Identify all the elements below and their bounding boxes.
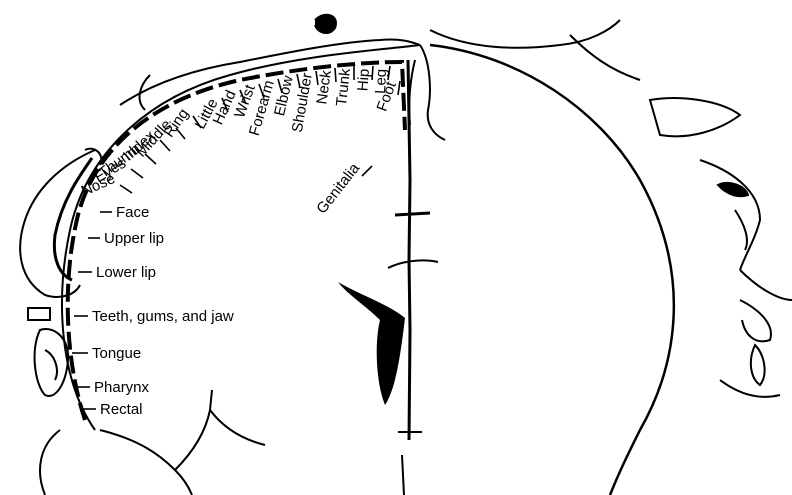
label-lower-lip: Lower lip [96,264,156,281]
label-neck: Neck [313,69,335,106]
label-genitalia: Genitalia [313,159,363,217]
label-face: Face [116,204,149,221]
label-tongue: Tongue [92,345,141,362]
label-rectal: Rectal [100,401,143,418]
label-teeth-gums-jaw: Teeth, gums, and jaw [92,308,234,325]
label-trunk: Trunk [333,67,354,107]
finger-face-labels: Ring Middle Index Thumb Eyes Nose [79,106,193,200]
label-pharynx: Pharynx [94,379,150,396]
side-labels: Face Upper lip Lower lip Teeth, gums, an… [92,204,234,418]
label-upper-lip: Upper lip [104,230,164,247]
label-hip: Hip [354,68,373,92]
